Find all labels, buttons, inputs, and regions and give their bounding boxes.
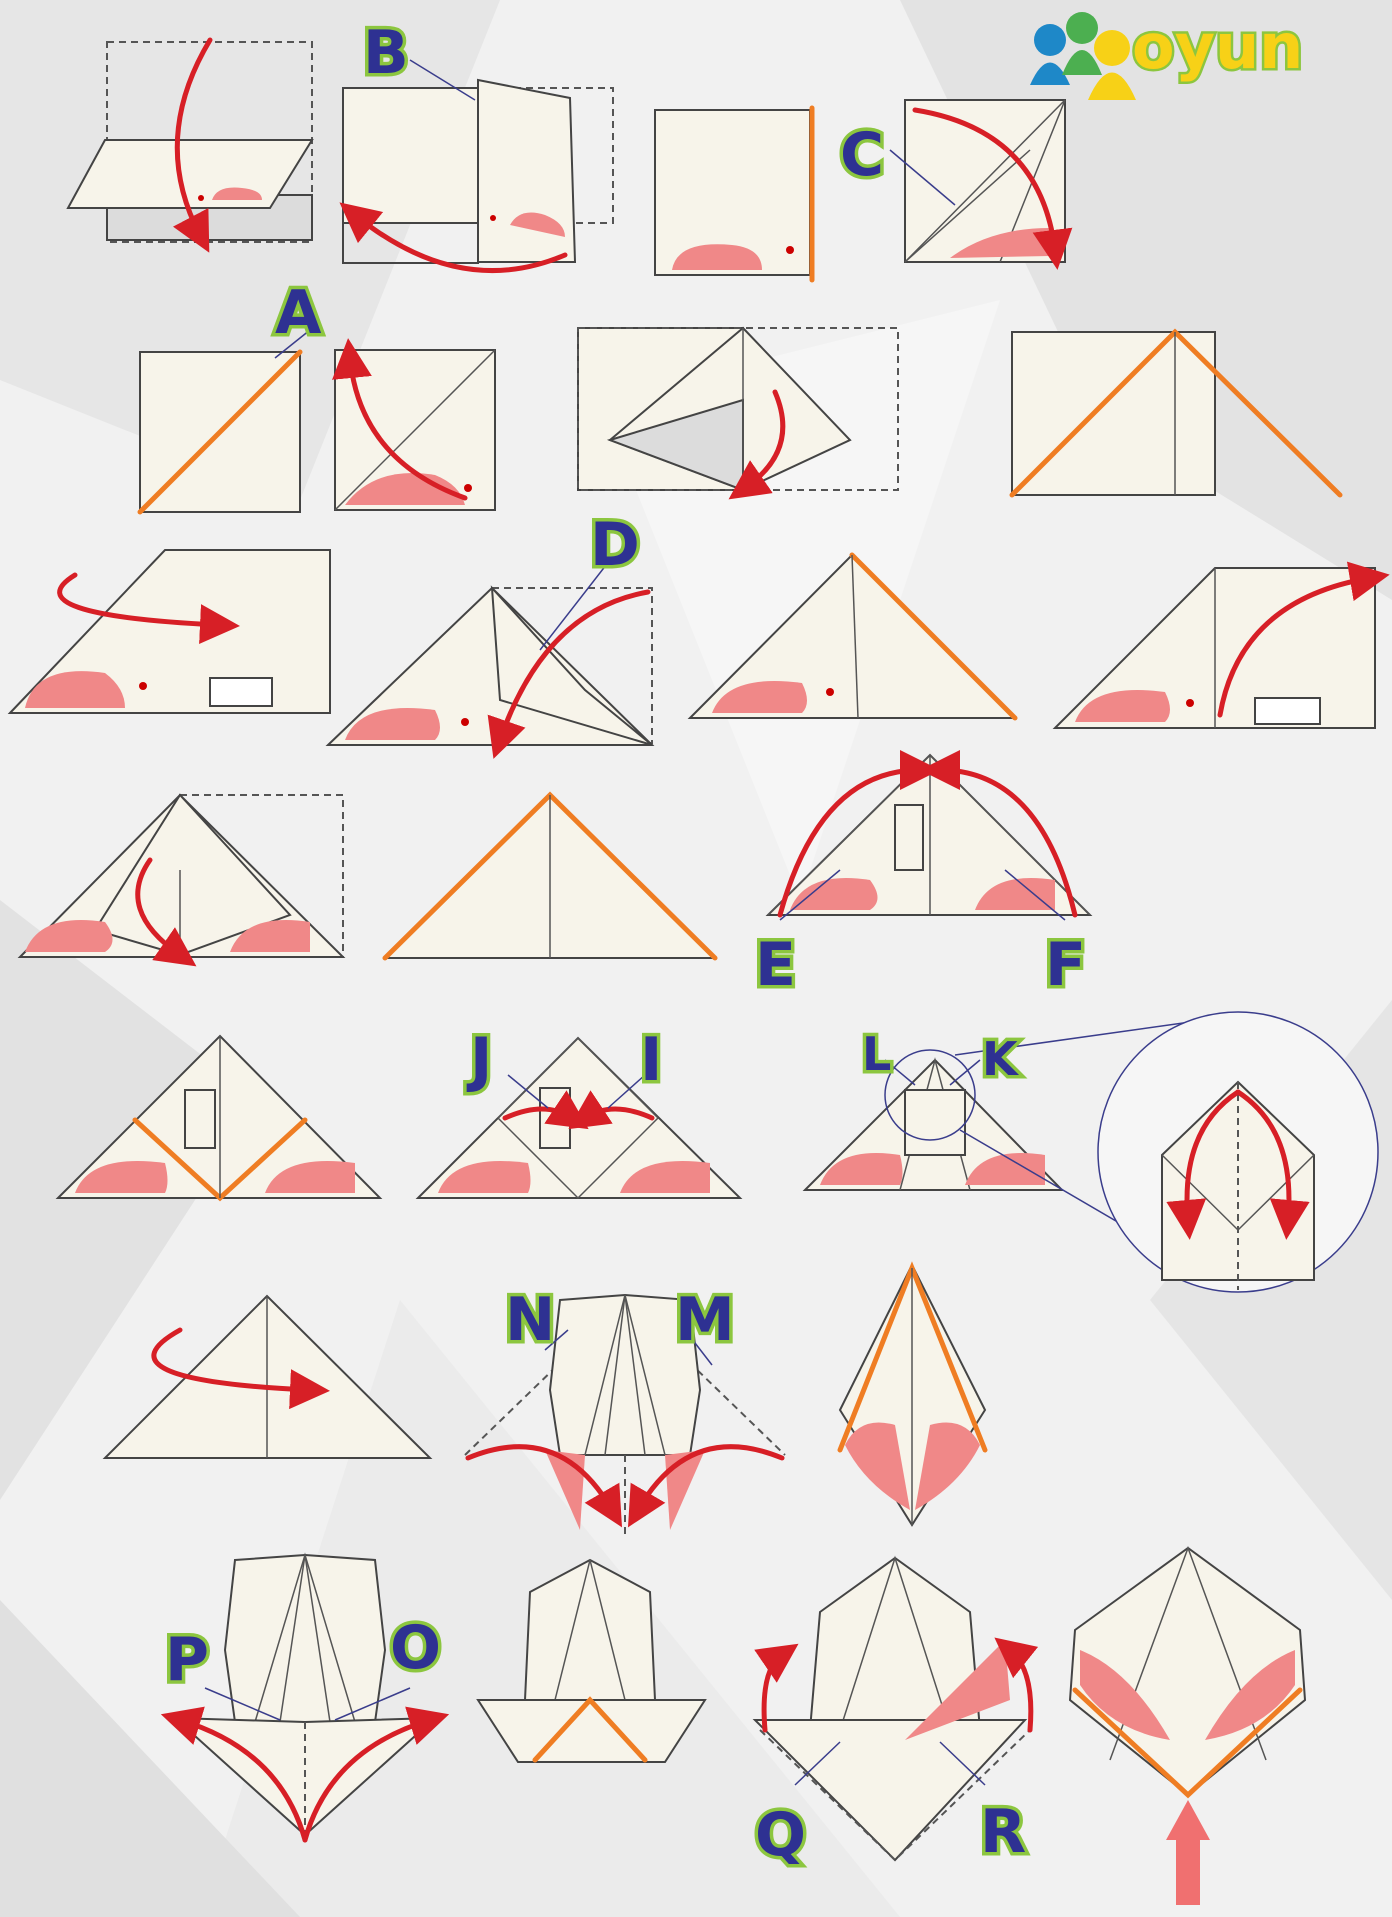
label-P: P <box>165 1625 209 1695</box>
label-N: N <box>505 1285 555 1355</box>
label-Q: Q <box>755 1800 806 1870</box>
up-arrow-icon <box>1166 1800 1210 1905</box>
step-row-4 <box>20 755 1090 958</box>
label-C: C <box>840 120 884 190</box>
label-A: A <box>275 278 322 348</box>
label-B: B <box>363 18 409 88</box>
label-R: R <box>980 1797 1026 1867</box>
step-row-7 <box>175 1548 1305 1905</box>
label-J: J <box>466 1025 492 1095</box>
pawn-icons <box>1030 12 1136 100</box>
label-D: D <box>590 510 640 580</box>
label-L: L <box>862 1027 891 1081</box>
logo-text: oyun <box>1132 10 1303 83</box>
label-F: F <box>1045 930 1086 1000</box>
label-O: O <box>390 1613 441 1683</box>
step-row-3 <box>10 550 1375 745</box>
label-E: E <box>755 930 796 1000</box>
step-row-1 <box>68 40 1065 280</box>
label-M: M <box>675 1285 735 1355</box>
label-K: K <box>982 1032 1020 1086</box>
step-row-5 <box>58 1012 1378 1292</box>
label-I: I <box>640 1025 662 1095</box>
logo: oyun <box>1030 10 1303 100</box>
step-row-2 <box>140 328 1340 512</box>
